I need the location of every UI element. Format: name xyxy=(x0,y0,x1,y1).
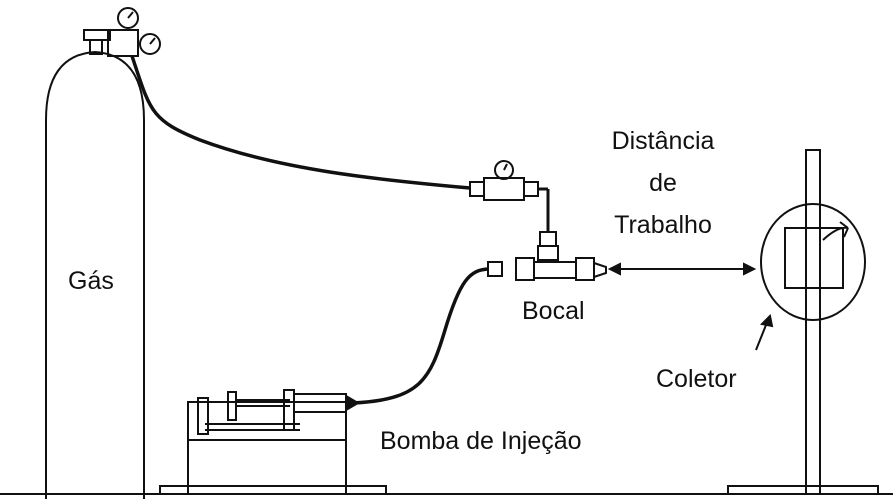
pump-label: Bomba de Injeção xyxy=(380,427,582,455)
liquid-hose xyxy=(351,267,489,405)
working-distance-line-1: Distância xyxy=(611,127,715,155)
gas-hose xyxy=(130,55,471,190)
working-distance-line-2: de xyxy=(649,169,677,197)
nozzle-label: Bocal xyxy=(522,297,585,325)
collector-label: Coletor xyxy=(656,365,737,393)
working-distance-arrow xyxy=(607,262,757,276)
working-distance-label: Distância de Trabalho xyxy=(588,120,738,246)
gas-valve xyxy=(469,160,550,232)
syringe-pump xyxy=(159,389,387,495)
nozzle-fitting xyxy=(487,231,607,281)
gas-regulator xyxy=(83,7,161,57)
gas-label: Gás xyxy=(68,267,114,295)
working-distance-line-3: Trabalho xyxy=(614,211,712,239)
collector-stand xyxy=(727,149,879,495)
